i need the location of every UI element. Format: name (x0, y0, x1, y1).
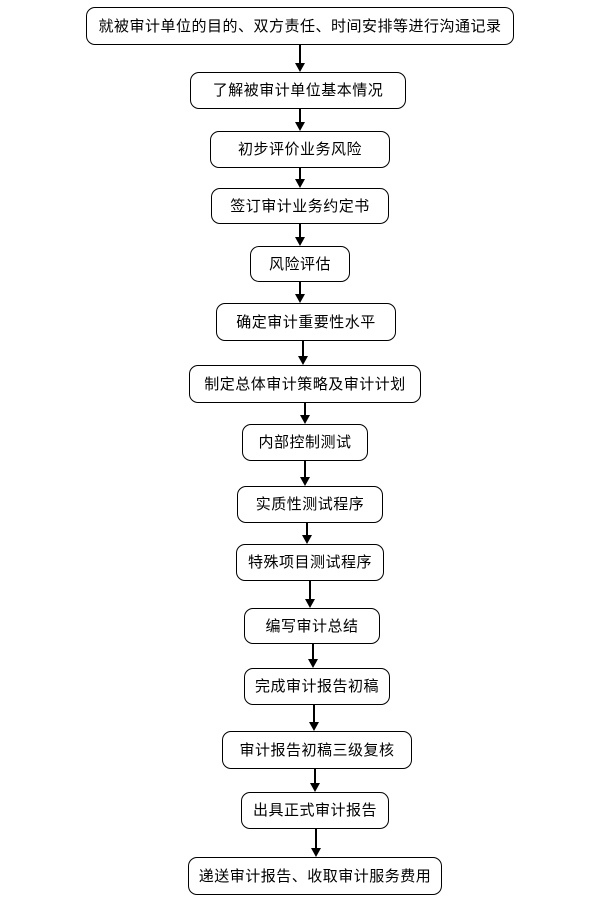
arrow-down-icon (295, 461, 315, 486)
flow-node-label: 完成审计报告初稿 (254, 677, 379, 695)
flow-node-label: 就被审计单位的目的、双方责任、时间安排等进行沟通记录 (98, 16, 502, 35)
arrow-down-icon (290, 168, 310, 188)
arrow-shaft (314, 769, 316, 784)
arrow-shaft (306, 523, 308, 536)
arrow-head (302, 535, 312, 544)
arrow-down-icon (290, 109, 310, 131)
arrow-down-icon (303, 644, 323, 668)
flow-node-12[interactable]: 完成审计报告初稿 (244, 668, 390, 705)
flow-node-label: 初步评价业务风险 (237, 140, 362, 158)
arrow-shaft (304, 403, 306, 416)
arrow-head (295, 237, 305, 246)
flow-node-label: 特殊项目测试程序 (247, 553, 372, 571)
flow-node-label: 出具正式审计报告 (252, 801, 377, 819)
arrow-down-icon (305, 769, 325, 792)
flow-node-13[interactable]: 审计报告初稿三级复核 (222, 731, 412, 769)
arrow-head (305, 599, 315, 608)
arrow-down-icon (290, 224, 310, 246)
flow-node-label: 递送审计报告、收取审计服务费用 (198, 866, 432, 885)
arrow-shaft (299, 109, 301, 123)
arrow-head (311, 848, 321, 857)
arrow-down-icon (295, 403, 315, 424)
arrow-down-icon (297, 523, 317, 544)
arrow-head (308, 659, 318, 668)
flow-node-14[interactable]: 出具正式审计报告 (241, 792, 389, 829)
flow-node-label: 风险评估 (268, 254, 331, 273)
arrow-down-icon (304, 705, 324, 731)
arrow-shaft (299, 168, 301, 180)
flow-node-1[interactable]: 就被审计单位的目的、双方责任、时间安排等进行沟通记录 (86, 7, 514, 45)
arrow-down-icon (290, 282, 310, 303)
flow-node-5[interactable]: 风险评估 (250, 246, 350, 282)
arrow-down-icon (293, 341, 313, 365)
arrow-head (295, 63, 305, 72)
arrow-shaft (299, 282, 301, 295)
flow-node-label: 制定总体审计策略及审计计划 (204, 374, 406, 393)
arrow-shaft (315, 829, 317, 849)
arrow-shaft (312, 644, 314, 660)
flow-node-label: 审计报告初稿三级复核 (239, 740, 395, 759)
arrow-shaft (299, 45, 301, 64)
arrow-head (295, 179, 305, 188)
arrow-shaft (299, 224, 301, 238)
arrow-shaft (304, 461, 306, 478)
arrow-down-icon (290, 45, 310, 72)
arrow-head (310, 783, 320, 792)
flow-node-7[interactable]: 制定总体审计策略及审计计划 (189, 365, 421, 403)
flow-node-label: 确定审计重要性水平 (236, 312, 376, 331)
arrow-head (309, 722, 319, 731)
flow-node-label: 实质性测试程序 (255, 495, 365, 513)
arrow-head (300, 415, 310, 424)
arrow-down-icon (300, 581, 320, 608)
flow-node-4[interactable]: 签订审计业务约定书 (211, 188, 389, 224)
arrow-shaft (309, 581, 311, 600)
arrow-head (295, 122, 305, 131)
flow-node-3[interactable]: 初步评价业务风险 (210, 131, 390, 168)
arrow-head (300, 477, 310, 486)
flow-node-2[interactable]: 了解被审计单位基本情况 (190, 72, 406, 109)
flow-node-11[interactable]: 编写审计总结 (244, 608, 380, 644)
flow-node-8[interactable]: 内部控制测试 (242, 424, 368, 461)
flow-node-label: 签订审计业务约定书 (230, 196, 370, 215)
arrow-shaft (313, 705, 315, 723)
flow-node-10[interactable]: 特殊项目测试程序 (236, 544, 384, 581)
flow-node-9[interactable]: 实质性测试程序 (237, 486, 383, 523)
flow-node-label: 了解被审计单位基本情况 (212, 81, 384, 99)
flow-node-label: 编写审计总结 (265, 616, 359, 635)
flow-node-6[interactable]: 确定审计重要性水平 (216, 303, 396, 341)
flow-node-15[interactable]: 递送审计报告、收取审计服务费用 (188, 857, 442, 895)
arrow-down-icon (306, 829, 326, 857)
arrow-head (295, 294, 305, 303)
arrow-head (298, 356, 308, 365)
arrow-shaft (302, 341, 304, 357)
flow-node-label: 内部控制测试 (258, 433, 352, 451)
